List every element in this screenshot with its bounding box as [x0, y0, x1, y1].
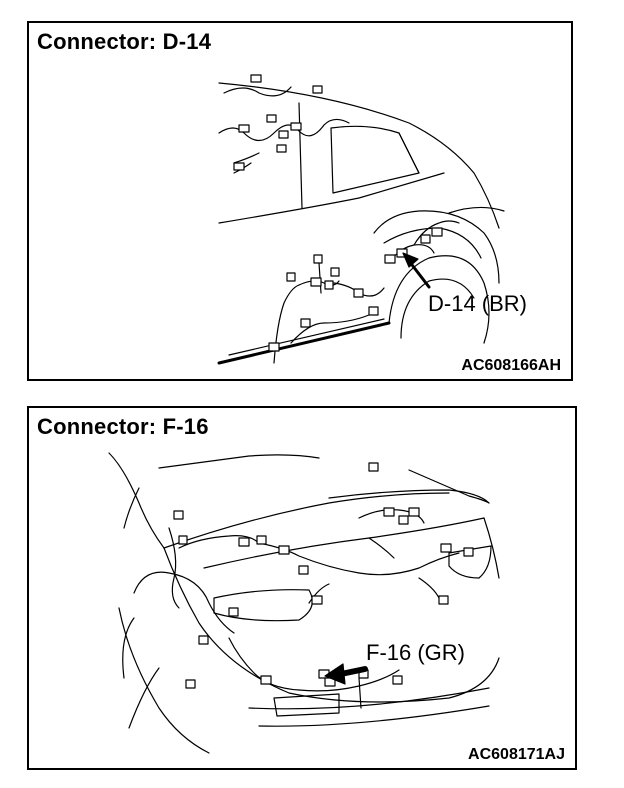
figure-code: AC608171AJ — [468, 746, 565, 763]
connector-callout-label: D-14 (BR) — [428, 291, 528, 316]
connector-callout-label: F-16 (GR) — [366, 640, 465, 665]
connector-f16-panel: Connector: F-16 — [27, 406, 577, 770]
vehicle-side-wiring-illustration — [217, 74, 505, 365]
vehicle-rear-wiring-illustration — [108, 452, 500, 754]
panel-title: Connector: F-16 — [37, 414, 209, 439]
connector-d14-panel: Connector: D-14 — [27, 21, 573, 381]
panel-title: Connector: D-14 — [37, 29, 212, 54]
figure-code: AC608166AH — [461, 357, 561, 374]
